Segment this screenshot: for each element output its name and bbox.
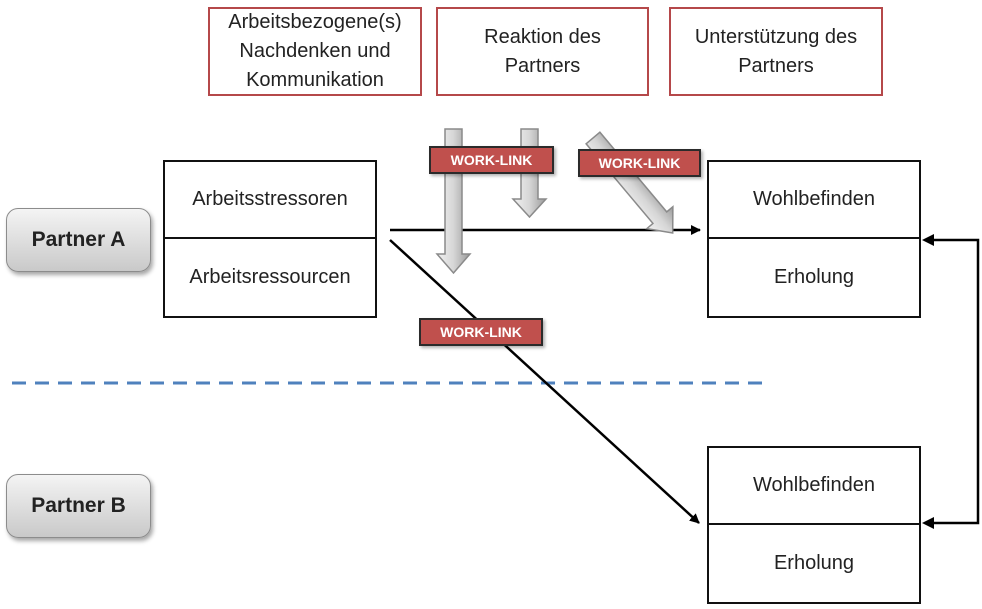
arbeitsstressoren-label: Arbeitsstressoren <box>192 188 348 210</box>
partner-a-label: Partner A <box>31 228 126 251</box>
partner-a-erholung-cell: Erholung <box>709 239 919 316</box>
arbeitsstressoren-cell: Arbeitsstressoren <box>165 162 375 239</box>
partner-b-wohlbefinden-cell: Wohlbefinden <box>709 448 919 525</box>
work-link-tag-3: WORK-LINK <box>419 318 543 346</box>
work-link-tag-1: WORK-LINK <box>429 146 554 174</box>
arbeitsressourcen-cell: Arbeitsressourcen <box>165 239 375 316</box>
partner-a-badge: Partner A <box>6 208 151 272</box>
wohlbefinden-label: Wohlbefinden <box>753 188 875 210</box>
partner-a-work-box: Arbeitsstressoren Arbeitsressourcen <box>163 160 377 318</box>
top-box-label: Reaktion des Partners <box>484 25 601 77</box>
erholung-label: Erholung <box>773 552 855 574</box>
top-box-unterstuetzung: Unterstützung des Partners <box>669 7 883 96</box>
arbeitsressourcen-label: Arbeitsressourcen <box>189 266 351 288</box>
partner-a-outcome-box: Wohlbefinden Erholung <box>707 160 921 318</box>
partner-b-outcome-box: Wohlbefinden Erholung <box>707 446 921 604</box>
wohlbefinden-label: Wohlbefinden <box>753 474 875 496</box>
feedback-bracket <box>925 238 980 525</box>
erholung-label: Erholung <box>773 266 855 288</box>
top-box-label: Arbeitsbezogene(s) Nachdenken und Kommun… <box>228 11 402 91</box>
partner-b-label: Partner B <box>31 494 126 517</box>
arrow-a-to-b <box>389 239 700 524</box>
partner-b-badge: Partner B <box>6 474 151 538</box>
feedback-arrowhead-top <box>922 234 934 246</box>
top-box-nachdenken: Arbeitsbezogene(s) Nachdenken und Kommun… <box>208 7 422 96</box>
work-link-label: WORK-LINK <box>450 152 533 168</box>
partner-b-erholung-cell: Erholung <box>709 525 919 602</box>
partner-a-wohlbefinden-cell: Wohlbefinden <box>709 162 919 239</box>
feedback-arrowhead-bottom <box>922 517 934 529</box>
work-link-tag-2: WORK-LINK <box>578 149 701 177</box>
work-link-label: WORK-LINK <box>440 324 522 340</box>
work-link-label: WORK-LINK <box>598 155 681 171</box>
top-box-reaktion: Reaktion des Partners <box>436 7 649 96</box>
top-box-label: Unterstützung des Partners <box>694 25 858 77</box>
block-arrow-unterstuetzung <box>585 131 674 234</box>
